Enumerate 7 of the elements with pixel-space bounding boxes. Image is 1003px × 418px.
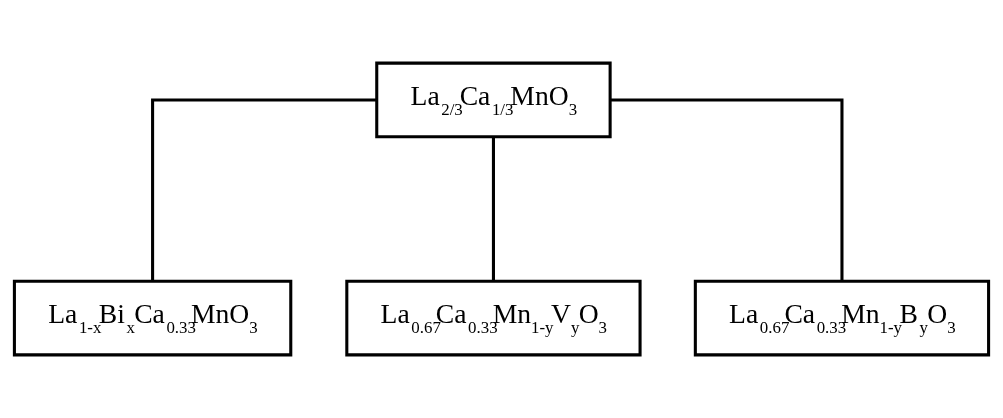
node-box: La$_{2/3}$Ca$_{1/3}$MnO$_{3}$ xyxy=(375,61,612,139)
connector xyxy=(151,98,377,281)
connector xyxy=(610,98,844,281)
node-box: La$_{0.67}$Ca$_{0.33}$Mn$_{1-y}$V$_{y}$O$_{3}$ xyxy=(345,279,642,357)
node-box: La$_{0.67}$Ca$_{0.33}$Mn$_{1-y}$B$_{y}$O$_{3}$ xyxy=(693,279,991,357)
node-box: La$_{1-x}$Bi$_{x}$Ca$_{0.33}$MnO$_{3}$ xyxy=(12,279,293,357)
connector xyxy=(491,137,495,281)
